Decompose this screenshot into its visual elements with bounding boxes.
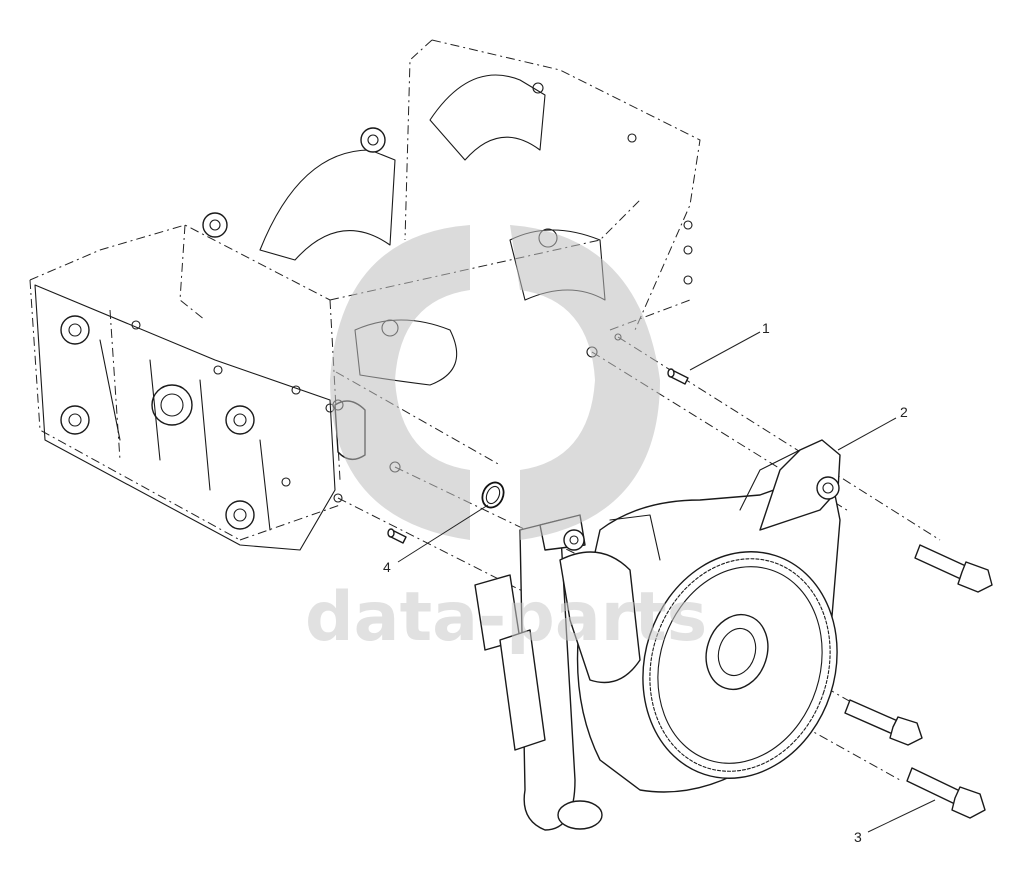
callouts: 1 2 3 4	[383, 320, 936, 845]
callout-3-label: 3	[854, 829, 862, 845]
callout-4-label: 4	[383, 559, 391, 575]
o-ring-part-4	[481, 481, 505, 509]
dowel-pin-lower	[387, 528, 407, 544]
callout-1-label: 1	[762, 320, 770, 336]
bolt-middle	[844, 699, 923, 746]
bolt-lower-part-3	[906, 767, 986, 819]
oil-pump-assembly	[474, 439, 841, 831]
watermark-text: data-parts	[305, 578, 707, 657]
watermark-logo-icon	[330, 225, 660, 540]
watermark: data-parts	[305, 225, 707, 657]
dowel-pin-part-1	[667, 368, 689, 385]
callout-2-label: 2	[900, 404, 908, 420]
bolt-upper	[914, 544, 993, 593]
